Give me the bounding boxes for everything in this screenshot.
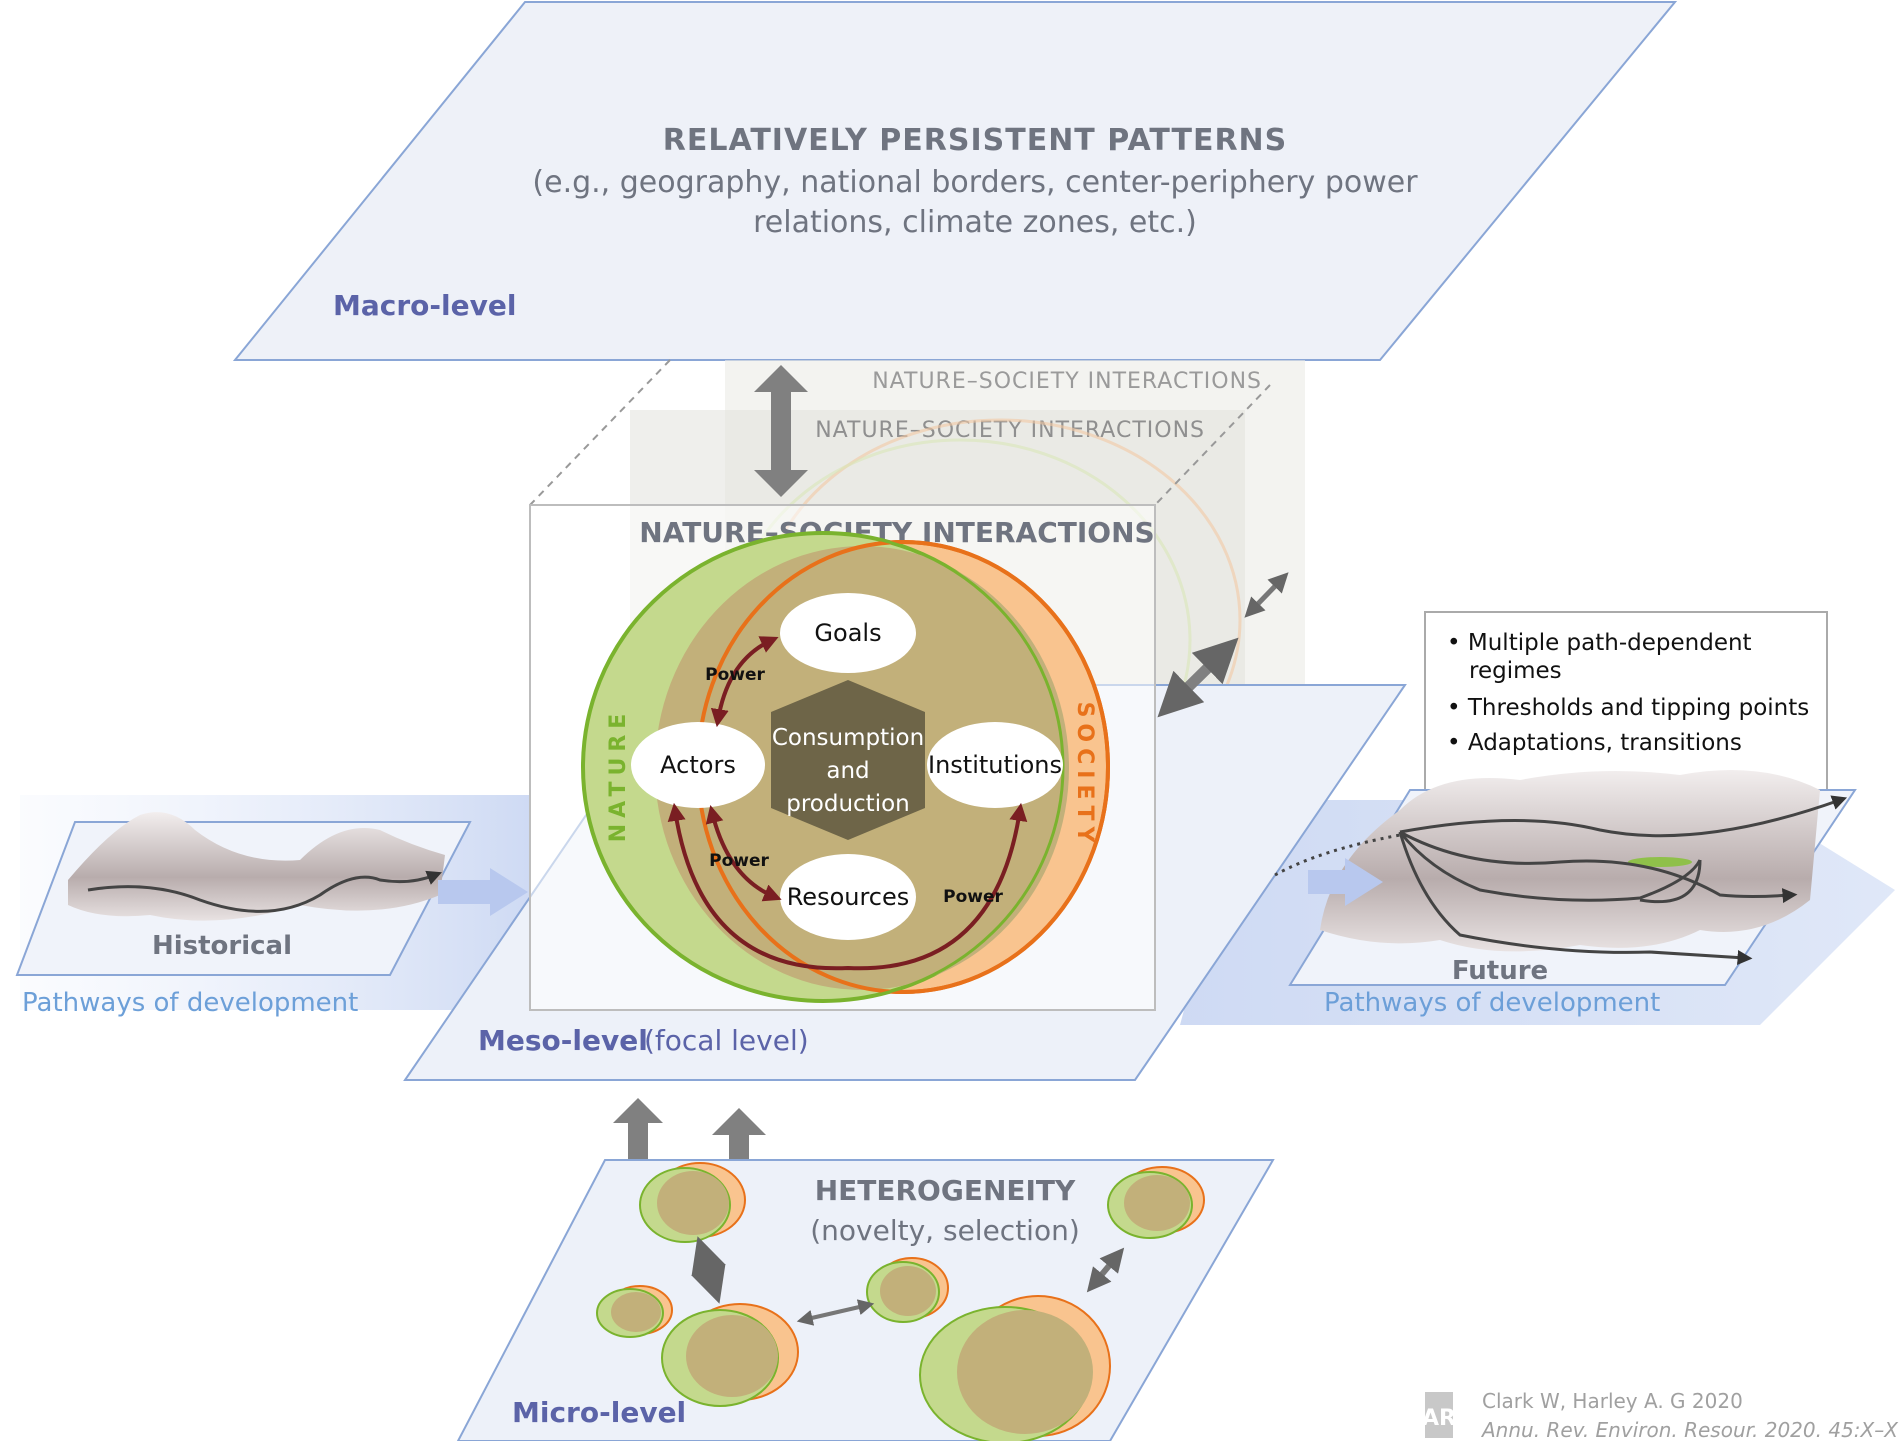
macro-level-plane: RELATIVELY PERSISTENT PATTERNS (e.g., ge… [232,1,1678,361]
ar-logo [1425,1392,1453,1438]
future-bullet-1: • Multiple path-dependent [1447,630,1752,656]
future-pathways-label: Pathways of development [1324,988,1660,1018]
macro-level-label: Macro-level [333,289,516,322]
actors-label: Actors [660,751,736,779]
future-path-1 [1399,795,1848,838]
side-arrow-large [1157,637,1239,718]
micro-pair-3 [661,1303,799,1407]
future-bullets-box [1424,611,1828,801]
power-label-middle: Power [709,851,769,871]
back-interactions-label: NATURE–SOCIETY INTERACTIONS [872,369,1262,394]
side-arrow-small [1244,572,1289,618]
historical-label: Historical [152,931,292,961]
future-path-5 [1639,859,1702,904]
institutions-label: Institutions [928,751,1062,779]
future-flow-arrow [1308,858,1383,906]
historical-pathways-label: Pathways of development [22,988,358,1018]
macro-meso-arrow [754,365,808,497]
meso-level-label: Meso-level [478,1024,648,1057]
actors-node [631,722,765,808]
dashed-line-2 [1154,384,1271,506]
macro-title: RELATIVELY PERSISTENT PATTERNS [663,123,1288,158]
future-green-patch [1628,857,1692,867]
meso-level-note: (focal level) [644,1024,809,1057]
power-arrow-actors-goals [710,636,779,728]
resources-label: Resources [787,883,910,911]
future-path-3 [1398,831,1702,902]
historical-path [87,870,442,913]
consumption-hexagon [771,680,925,840]
future-connector-dotted [1274,833,1401,877]
micro-pair-4 [866,1257,949,1323]
micro-pair-5 [1107,1166,1205,1239]
nature-label: NATURE [606,708,631,843]
center-line3: production [786,791,910,817]
goals-node [780,593,916,673]
nature-inner-outline [581,531,1065,1003]
power-arrow-actors-resources [705,805,782,902]
future-bullet-2: • Thresholds and tipping points [1447,695,1809,721]
future-label: Future [1452,956,1548,986]
society-label: SOCIETY [1072,702,1097,849]
power-arrow-actors-institutions [667,802,1028,971]
credit-line1: Clark W, Harley A. G 2020 [1482,1389,1743,1413]
credit: AR Clark W, Harley A. G 2020 Annu. Rev. … [1422,1389,1899,1441]
center-line2: and [826,758,869,784]
future-plane: Future [1288,770,1857,986]
micro-subtitle: (novelty, selection) [810,1214,1080,1247]
nature-society-core: NATURE SOCIETY Consumption and productio… [581,531,1110,1003]
macro-subtitle-line2: relations, climate zones, etc.) [753,205,1197,240]
micro-arrow-2 [796,1299,875,1326]
goals-label: Goals [814,619,881,647]
mid-interactions-label: NATURE–SOCIETY INTERACTIONS [815,418,1205,443]
future-path-4 [1398,831,1753,965]
resources-node [780,854,916,940]
center-line1: Consumption [772,725,924,751]
power-label-bottom: Power [943,887,1003,907]
micro-pair-2 [596,1285,673,1338]
micro-level-label: Micro-level [512,1396,686,1429]
macro-subtitle-line1: (e.g., geography, national borders, cent… [532,165,1418,200]
credit-line2: Annu. Rev. Environ. Resour. 2020. 45:X–X [1480,1418,1899,1441]
historical-plane: Historical [15,812,472,976]
future-path-2 [1399,830,1798,904]
future-bullet-3: • Adaptations, transitions [1447,730,1742,756]
historical-landscape [68,812,445,921]
historical-flow-arrow [438,868,528,916]
future-bullet-1-cont: regimes [1469,658,1562,684]
power-label-top: Power [705,665,765,685]
micro-arrow-1 [691,1236,726,1304]
micro-arrow-3 [1086,1247,1125,1293]
ar-logo-text: AR [1422,1406,1456,1431]
institutions-node [927,722,1063,808]
micro-title: HETEROGENEITY [815,1174,1076,1207]
micro-pair-1 [639,1162,746,1243]
micro-pair-6 [919,1295,1111,1441]
